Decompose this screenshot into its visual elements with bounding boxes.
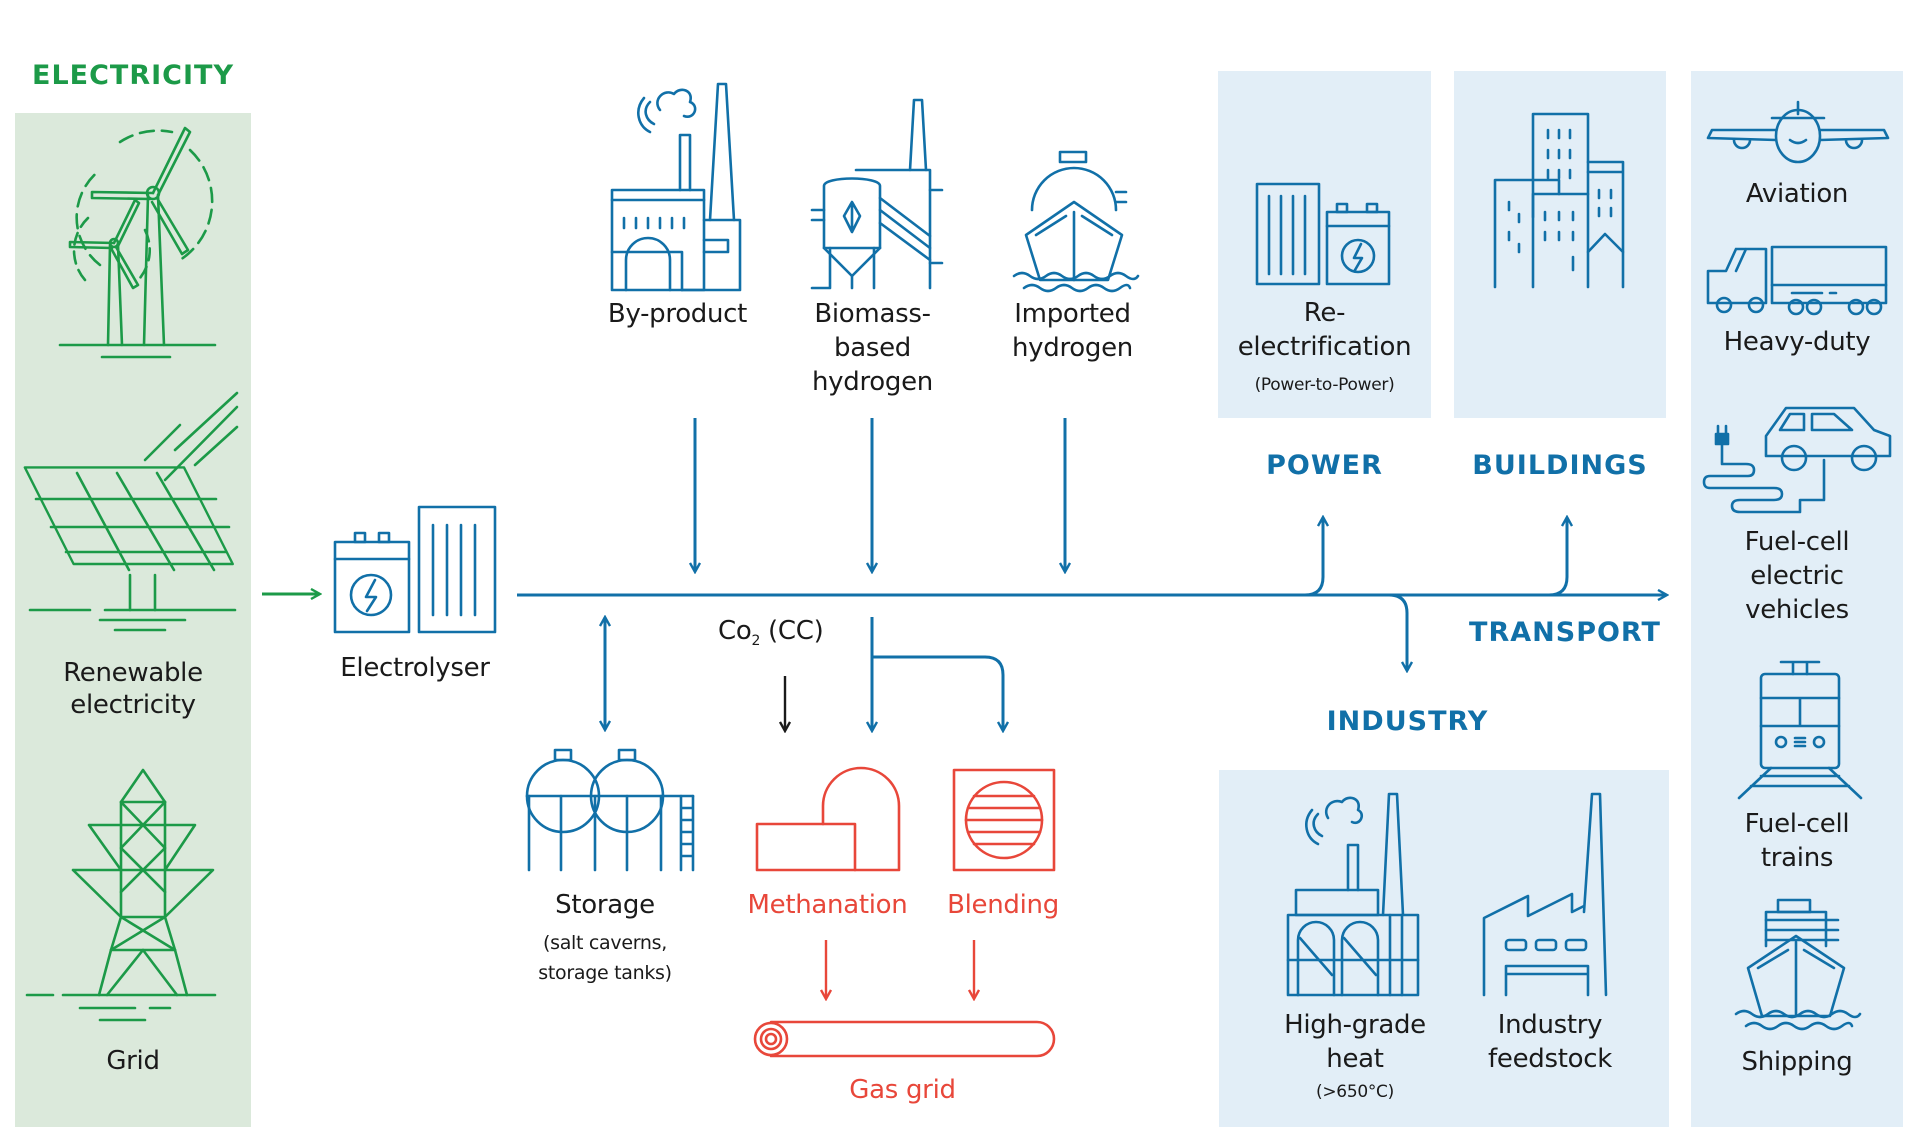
airplane-icon xyxy=(1706,100,1890,164)
high-grade-heat-label-line2: heat xyxy=(1326,1044,1384,1074)
reelectrification-label-line2: electrification xyxy=(1237,332,1412,362)
industry-branch-arrow xyxy=(1388,593,1407,671)
fcev-label-line3: vehicles xyxy=(1745,595,1849,625)
biomass-label-line3: hydrogen xyxy=(812,367,933,397)
fuel-cell-car-icon xyxy=(1702,406,1892,514)
industry-feedstock-factory-icon xyxy=(1482,792,1608,997)
fcev-label-line2: electric xyxy=(1750,561,1844,591)
storage-sub-label-line2: storage tanks) xyxy=(538,962,672,984)
truck-icon xyxy=(1706,245,1888,316)
co2-label-subscript: 2 xyxy=(751,633,761,650)
renewable-electricity-label-line1: Renewable xyxy=(63,658,203,688)
high-grade-heat-label-line1: High-grade xyxy=(1284,1010,1426,1040)
blending-icon xyxy=(952,768,1056,872)
aviation-label: Aviation xyxy=(1745,179,1849,209)
factory-byproduct-icon xyxy=(610,82,742,292)
industry-heading: INDUSTRY xyxy=(1326,706,1489,737)
fuel-cell-trains-label-line1: Fuel-cell xyxy=(1744,809,1850,839)
byproduct-label: By-product xyxy=(607,299,748,329)
industry-feedstock-label-line2: feedstock xyxy=(1488,1044,1612,1074)
shipping-label: Shipping xyxy=(1741,1047,1853,1077)
high-grade-heat-temperature: (>650°C) xyxy=(1316,1082,1394,1102)
city-buildings-icon xyxy=(1493,112,1625,289)
storage-tanks-icon xyxy=(525,748,695,872)
blending-feed-arrow xyxy=(872,655,1003,731)
gas-grid-label: Gas grid xyxy=(849,1075,956,1105)
power-heading: POWER xyxy=(1266,450,1383,481)
fuel-cell-trains-label-line2: trains xyxy=(1760,843,1834,873)
electrolyser-icon xyxy=(333,505,497,634)
storage-label: Storage xyxy=(555,890,655,920)
biomass-plant-icon xyxy=(810,98,944,290)
battery-reelectrification-icon xyxy=(1255,182,1391,286)
industry-panel xyxy=(1219,770,1669,1127)
power-riser-arrow xyxy=(1304,517,1323,597)
ship-icon xyxy=(1734,898,1862,1031)
gas-pipe-icon xyxy=(753,1020,1056,1058)
grid-label: Grid xyxy=(106,1046,160,1076)
methanation-label: Methanation xyxy=(747,890,908,920)
electricity-heading: ELECTRICITY xyxy=(32,60,234,91)
fcev-label-line1: Fuel-cell xyxy=(1744,527,1850,557)
co2-label-rest: (CC) xyxy=(760,616,824,646)
solar-panel-icon xyxy=(23,391,239,632)
buildings-riser-arrow xyxy=(1548,517,1567,597)
biomass-label-line1: Biomass- xyxy=(814,299,931,329)
blending-label: Blending xyxy=(947,890,1059,920)
high-grade-heat-factory-icon xyxy=(1286,792,1420,997)
power-pylon-icon xyxy=(25,768,217,1022)
wind-turbine-icon xyxy=(58,126,217,359)
renewable-electricity-label-line2: electricity xyxy=(70,690,196,720)
electrolyser-label: Electrolyser xyxy=(340,653,490,683)
buildings-heading: BUILDINGS xyxy=(1472,450,1648,481)
power-panel xyxy=(1218,71,1431,418)
lng-ship-icon xyxy=(1012,150,1140,293)
industry-feedstock-label-line1: Industry xyxy=(1497,1010,1603,1040)
buildings-panel xyxy=(1454,71,1666,418)
biomass-label-line2: based xyxy=(834,333,911,363)
train-icon xyxy=(1737,660,1863,800)
power-to-power-label: (Power-to-Power) xyxy=(1254,375,1395,395)
storage-sub-label-line1: (salt caverns, xyxy=(542,932,667,954)
imported-label-line1: Imported xyxy=(1014,299,1131,329)
transport-heading: TRANSPORT xyxy=(1469,617,1661,648)
reelectrification-label-line1: Re- xyxy=(1303,298,1346,328)
co2-label-main: Co xyxy=(718,616,752,646)
heavy-duty-label: Heavy-duty xyxy=(1723,327,1871,357)
imported-label-line2: hydrogen xyxy=(1012,333,1133,363)
co2-label: Co2 (CC) xyxy=(718,614,858,658)
methanation-icon xyxy=(755,766,901,872)
